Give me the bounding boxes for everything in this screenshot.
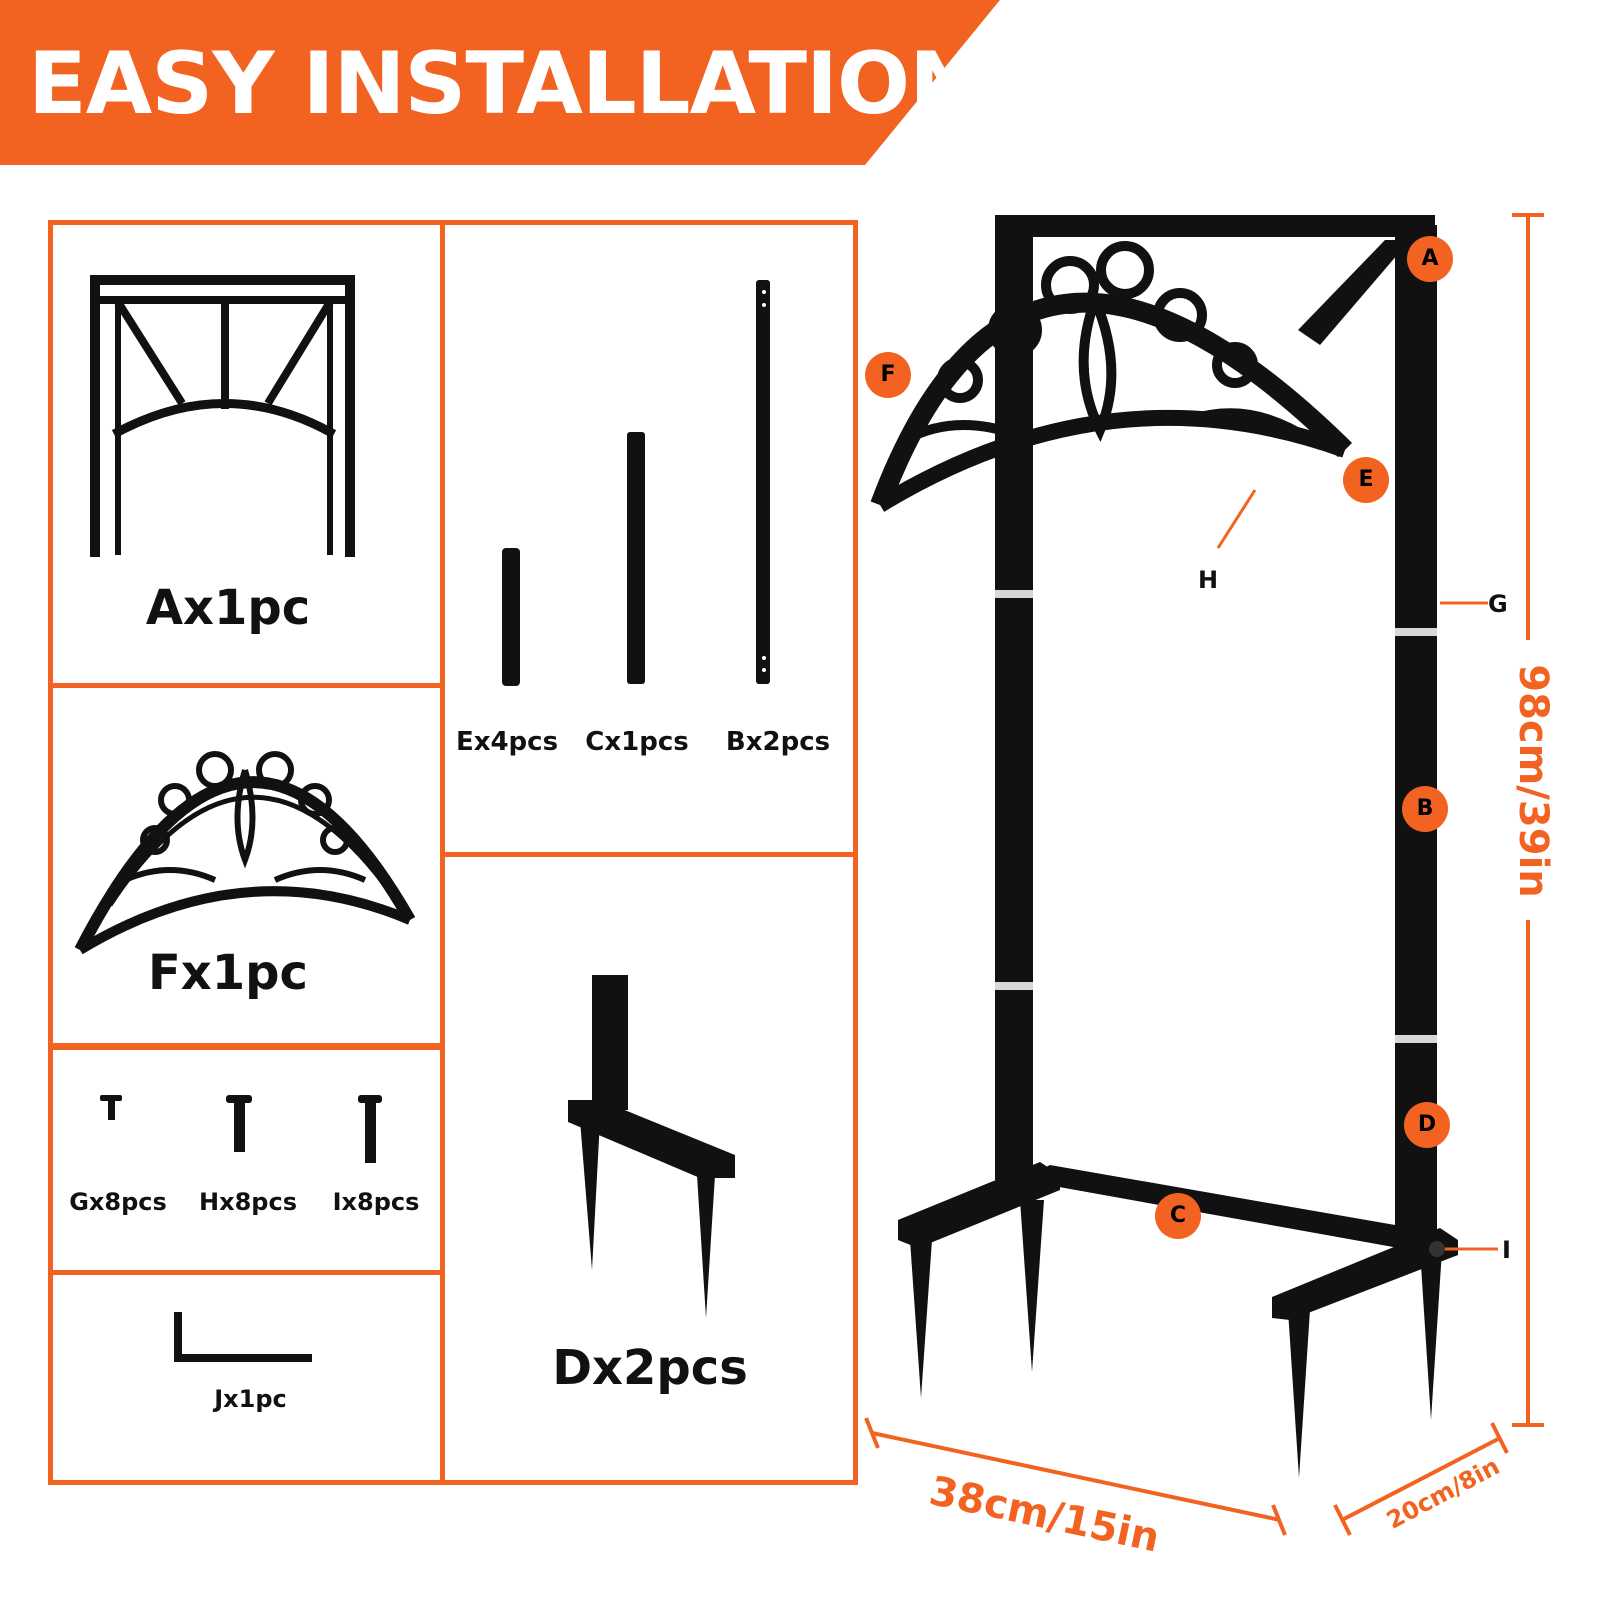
badge-e: E [1343,457,1389,503]
header-banner: EASY INSTALLATION [0,0,1600,170]
badge-c: C [1155,1193,1201,1239]
part-a-label: Ax1pc [145,580,311,636]
part-j-label: Jx1pc [214,1385,287,1413]
screw-h-icon [226,1095,252,1103]
banner-title: EASY INSTALLATION [28,34,981,134]
part-i-label: Ix8pcs [332,1188,420,1216]
part-e-rod [502,548,520,686]
part-ecb-cell [440,220,858,857]
callout-h: H [1198,566,1219,594]
dimension-depth: 20cm/8in [1382,1452,1505,1535]
part-f-label: Fx1pc [148,945,308,1001]
part-f-arch-image [74,751,416,955]
screws-image [100,1095,382,1163]
part-h-label: Hx8pcs [199,1188,297,1216]
callout-i: I [1502,1236,1511,1264]
badge-f: F [865,352,911,398]
badge-b: B [1402,786,1448,832]
part-c-label: Cx1pcs [585,727,689,757]
part-a-frame-image [90,275,355,557]
badge-d: D [1404,1102,1450,1148]
assembled-hose-holder-image [864,213,1544,1536]
dimension-width: 38cm/15in [925,1468,1164,1562]
rods-image [502,280,770,686]
callout-g: G [1488,590,1508,618]
stake-image [568,975,735,1318]
part-c-rod [627,432,645,684]
part-ghi-cell [48,1045,445,1275]
part-g-label: Gx8pcs [69,1188,167,1216]
allen-key-image [174,1312,312,1362]
part-d-label: Dx2pcs [552,1340,748,1396]
part-e-label: Ex4pcs [455,727,559,757]
part-d-cell [440,852,858,1485]
part-b-label: Bx2pcs [725,727,831,757]
dimension-height: 98cm/39in [1510,664,1556,898]
part-j-cell [48,1270,445,1485]
part-b-rod [756,280,770,684]
badge-a: A [1407,236,1453,282]
banner-shape [0,0,1000,165]
